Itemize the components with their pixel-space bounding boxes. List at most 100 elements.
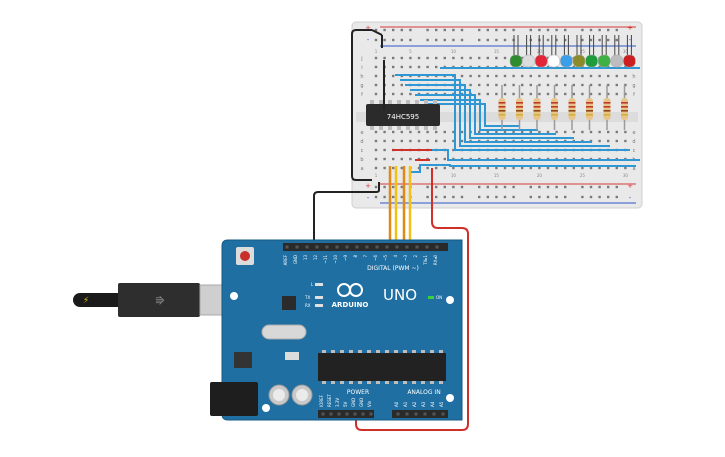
rail-hole[interactable] <box>607 185 610 189</box>
rail-hole[interactable] <box>503 38 507 42</box>
rail-hole[interactable] <box>452 28 455 32</box>
breadboard-hole[interactable] <box>409 92 412 96</box>
breadboard-hole[interactable] <box>503 92 507 96</box>
rail-hole[interactable] <box>460 38 464 42</box>
rail-hole[interactable] <box>478 38 481 42</box>
breadboard-hole[interactable] <box>400 130 403 134</box>
breadboard-hole[interactable] <box>503 83 507 87</box>
breadboard-hole[interactable] <box>426 139 429 143</box>
rail-hole[interactable] <box>529 195 532 199</box>
breadboard-hole[interactable] <box>478 130 481 134</box>
rail-hole[interactable] <box>598 185 601 189</box>
breadboard-hole[interactable] <box>383 166 386 170</box>
led[interactable] <box>610 54 624 68</box>
breadboard-hole[interactable] <box>392 130 395 134</box>
breadboard-hole[interactable] <box>624 130 627 134</box>
rail-hole[interactable] <box>589 28 593 32</box>
header-pin[interactable] <box>315 245 319 249</box>
rail-hole[interactable] <box>400 28 403 32</box>
breadboard-hole[interactable] <box>589 74 593 78</box>
rail-hole[interactable] <box>564 38 567 42</box>
breadboard-hole[interactable] <box>607 74 610 78</box>
rail-hole[interactable] <box>607 38 610 42</box>
breadboard-hole[interactable] <box>443 130 446 134</box>
breadboard-hole[interactable] <box>495 166 498 170</box>
breadboard-hole[interactable] <box>452 56 455 60</box>
breadboard-hole[interactable] <box>469 56 472 60</box>
breadboard-hole[interactable] <box>435 130 438 134</box>
breadboard-hole[interactable] <box>443 157 446 161</box>
rail-hole[interactable] <box>435 195 438 199</box>
rail-hole[interactable] <box>426 38 429 42</box>
breadboard-hole[interactable] <box>409 56 412 60</box>
header-pin[interactable] <box>305 245 309 249</box>
led[interactable] <box>585 54 598 68</box>
breadboard-hole[interactable] <box>564 130 567 134</box>
rail-hole[interactable] <box>443 185 446 189</box>
rail-hole[interactable] <box>435 185 438 189</box>
breadboard-hole[interactable] <box>529 130 532 134</box>
breadboard-hole[interactable] <box>400 83 403 87</box>
breadboard-hole[interactable] <box>598 83 601 87</box>
breadboard-hole[interactable] <box>392 83 395 87</box>
breadboard-hole[interactable] <box>374 74 378 78</box>
rail-hole[interactable] <box>598 38 601 42</box>
led[interactable] <box>522 54 535 68</box>
breadboard-hole[interactable] <box>598 166 601 170</box>
breadboard-hole[interactable] <box>460 130 464 134</box>
header-pin[interactable] <box>285 245 289 249</box>
breadboard-hole[interactable] <box>615 166 618 170</box>
breadboard-hole[interactable] <box>374 65 378 69</box>
header-pin[interactable] <box>345 245 349 249</box>
breadboard-hole[interactable] <box>452 166 455 170</box>
breadboard-hole[interactable] <box>529 166 532 170</box>
rail-hole[interactable] <box>503 195 507 199</box>
rail-hole[interactable] <box>615 185 618 189</box>
breadboard-hole[interactable] <box>538 92 541 96</box>
breadboard-hole[interactable] <box>512 130 515 134</box>
breadboard-hole[interactable] <box>512 92 515 96</box>
led[interactable] <box>597 54 611 68</box>
breadboard-hole[interactable] <box>589 83 593 87</box>
rail-hole[interactable] <box>443 38 446 42</box>
breadboard-hole[interactable] <box>521 83 524 87</box>
breadboard-hole[interactable] <box>529 83 532 87</box>
breadboard-hole[interactable] <box>417 65 421 69</box>
breadboard-hole[interactable] <box>555 166 558 170</box>
breadboard-hole[interactable] <box>392 74 395 78</box>
rail-hole[interactable] <box>383 28 386 32</box>
breadboard-hole[interactable] <box>512 166 515 170</box>
breadboard-hole[interactable] <box>581 83 584 87</box>
rail-hole[interactable] <box>589 185 593 189</box>
rail-hole[interactable] <box>409 38 412 42</box>
rail-hole[interactable] <box>581 28 584 32</box>
header-pin[interactable] <box>321 412 325 416</box>
led[interactable] <box>534 54 548 68</box>
rail-hole[interactable] <box>555 28 558 32</box>
breadboard-hole[interactable] <box>460 139 464 143</box>
header-pin[interactable] <box>423 412 427 416</box>
breadboard-hole[interactable] <box>486 74 489 78</box>
breadboard-hole[interactable] <box>478 92 481 96</box>
rail-hole[interactable] <box>564 28 567 32</box>
breadboard-hole[interactable] <box>495 92 498 96</box>
rail-hole[interactable] <box>392 28 395 32</box>
rail-hole[interactable] <box>538 28 541 32</box>
breadboard-hole[interactable] <box>615 92 618 96</box>
breadboard-hole[interactable] <box>400 56 403 60</box>
breadboard-hole[interactable] <box>486 56 489 60</box>
breadboard-hole[interactable] <box>417 130 421 134</box>
header-pin[interactable] <box>425 245 429 249</box>
led[interactable] <box>623 54 636 68</box>
header-pin[interactable] <box>432 412 436 416</box>
rail-hole[interactable] <box>512 28 515 32</box>
rail-hole[interactable] <box>478 185 481 189</box>
rail-hole[interactable] <box>538 185 541 189</box>
resistor-body[interactable] <box>551 98 558 120</box>
rail-hole[interactable] <box>503 28 507 32</box>
rail-hole[interactable] <box>615 38 618 42</box>
rail-hole[interactable] <box>486 185 489 189</box>
rail-hole[interactable] <box>383 195 386 199</box>
chip-74hc595[interactable]: 74HC595 <box>366 100 440 130</box>
